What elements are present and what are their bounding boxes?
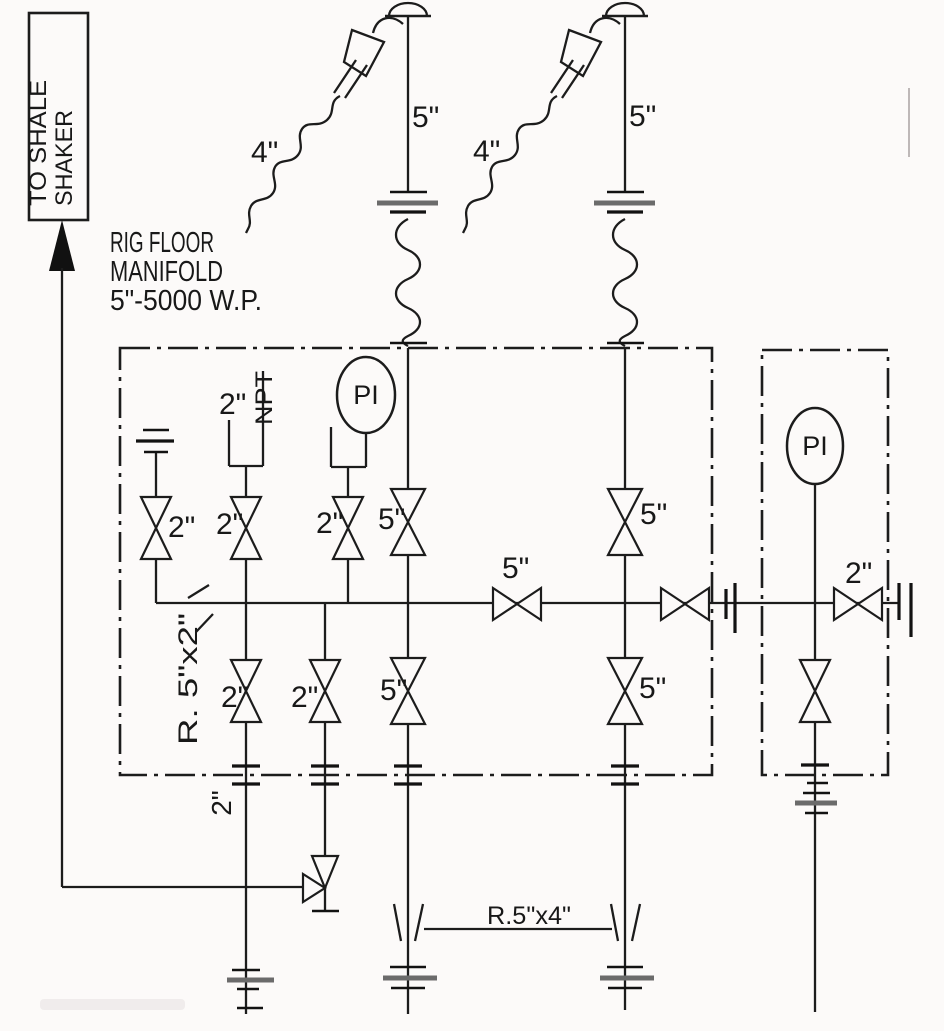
shale-shaker-label-line2: SHAKER	[51, 110, 78, 206]
riser2-flange-stack	[600, 965, 654, 990]
vent-flange-symbol	[136, 428, 174, 454]
header-valve-size: 5"	[502, 552, 529, 585]
title-block: RIG FLOOR MANIFOLD 5"-5000 W.P.	[110, 227, 262, 317]
header-isolation-valve	[491, 586, 543, 622]
npt-size-label: 2"	[219, 388, 246, 421]
title-line2: MANIFOLD	[110, 256, 223, 288]
header-reducer-ticks	[187, 584, 214, 633]
npt-thread-label: NPT	[251, 371, 278, 425]
npt-valve-size: 2"	[216, 508, 243, 541]
pi1-label: PI	[353, 380, 379, 410]
gauge-bleed-valve	[832, 586, 884, 622]
boundary-flanges	[232, 764, 639, 786]
lower-valve2-size: 2"	[291, 681, 318, 714]
shaker-return-line	[60, 268, 303, 889]
title-line1: RIG FLOOR	[110, 227, 214, 259]
riser-2: 5" 4"	[461, 3, 656, 348]
npt-fill-connection	[227, 371, 265, 468]
riser2-reducer	[609, 903, 642, 942]
bottom-section: 2" R.5"x4"	[206, 790, 654, 1010]
hose2-size-label: 4"	[473, 135, 500, 168]
header-outlet-valve	[659, 586, 711, 622]
riser-1: 5" 4"	[244, 3, 439, 348]
lower-valve1-size: 2"	[221, 681, 248, 714]
shale-shaker-label-line1: TO SHALE	[25, 80, 52, 206]
scan-artifact-smudge	[40, 999, 185, 1010]
title-line3: 5"-5000 W.P.	[110, 285, 262, 317]
riser1-size-label: 5"	[412, 101, 439, 134]
riser-reducer-label: R.5"x4"	[487, 902, 571, 930]
pi-valve-size: 2"	[316, 507, 343, 540]
gauge-vent-flange	[897, 583, 913, 637]
flow-arrow-icon	[49, 220, 75, 271]
gauge-flange-stack	[795, 781, 837, 815]
vent-valve-size: 2"	[168, 511, 195, 544]
pressure-indicator-1: PI	[329, 355, 397, 469]
bleed-flange-stack	[227, 968, 274, 1010]
gauge-boundary-box	[760, 348, 890, 777]
manifold-internals: 2" NPT PI 2" 2" 2" 5" 5" 5" 2" 2" 5"	[136, 348, 899, 1014]
riser1-upper-valve-size: 5"	[378, 503, 405, 536]
hose1-size-label: 4"	[251, 136, 278, 169]
riser1-flange-stack	[383, 965, 437, 990]
gauge-lower-valve	[798, 658, 832, 724]
header-reducer-label: R. 5"x2"	[173, 613, 203, 745]
gauge-bleed-valve-size: 2"	[845, 557, 872, 590]
shale-shaker-box	[27, 11, 90, 222]
riser2-size-label: 5"	[629, 100, 656, 133]
header-outlet-flange	[724, 583, 737, 633]
angle-valve	[301, 854, 340, 913]
manifold-boundary-box	[118, 346, 714, 777]
riser1-flex-hose	[388, 217, 429, 348]
gauge-box: PI 2"	[760, 348, 913, 1012]
riser2-upper-valve	[606, 487, 644, 557]
shale-shaker-outlet: TO SHALE SHAKER	[25, 11, 303, 889]
bleed-line-size-label: 2"	[206, 790, 237, 816]
pi2-label: PI	[802, 431, 828, 461]
vent-valve	[139, 495, 173, 561]
lower-valve3-size: 5"	[380, 674, 407, 707]
riser1-reducer	[392, 903, 425, 942]
riser2-upper-valve-size: 5"	[640, 498, 667, 531]
lower-valve4-size: 5"	[639, 672, 666, 705]
riser2-flex-hose	[605, 217, 646, 348]
lower-valve-4	[606, 656, 644, 726]
